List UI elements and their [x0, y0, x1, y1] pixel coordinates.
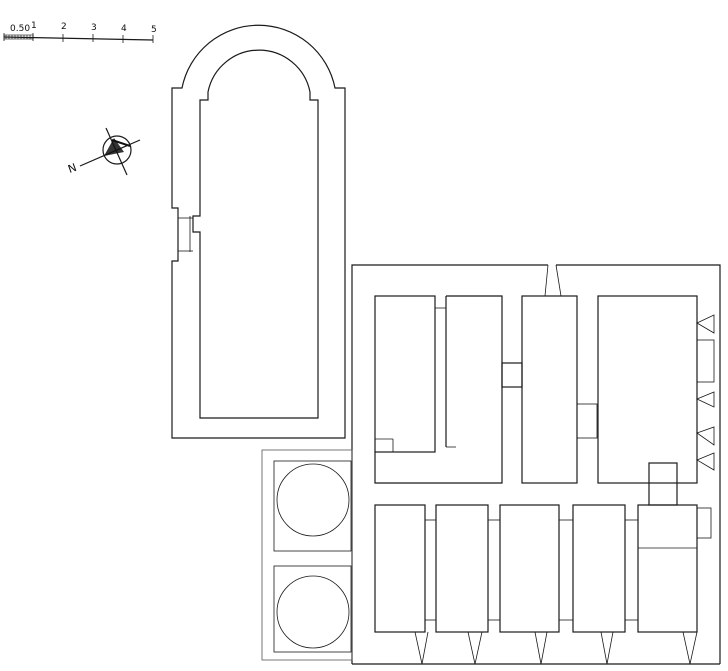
scale-label-3: 3	[91, 23, 97, 33]
apsidal-hall	[171, 24, 346, 439]
scale-label-1: 1	[31, 21, 37, 31]
cell-block	[351, 264, 721, 665]
scale-label-050: 0.50	[10, 24, 30, 34]
scale-label-5: 5	[151, 25, 157, 35]
scale-label-4: 4	[121, 24, 127, 34]
north-arrow: N	[66, 127, 141, 176]
cisterns	[261, 449, 353, 661]
north-label: N	[66, 161, 78, 176]
scale-bar: 0.50 1 2 3 4 5	[3, 21, 157, 43]
scale-label-2: 2	[61, 22, 67, 32]
